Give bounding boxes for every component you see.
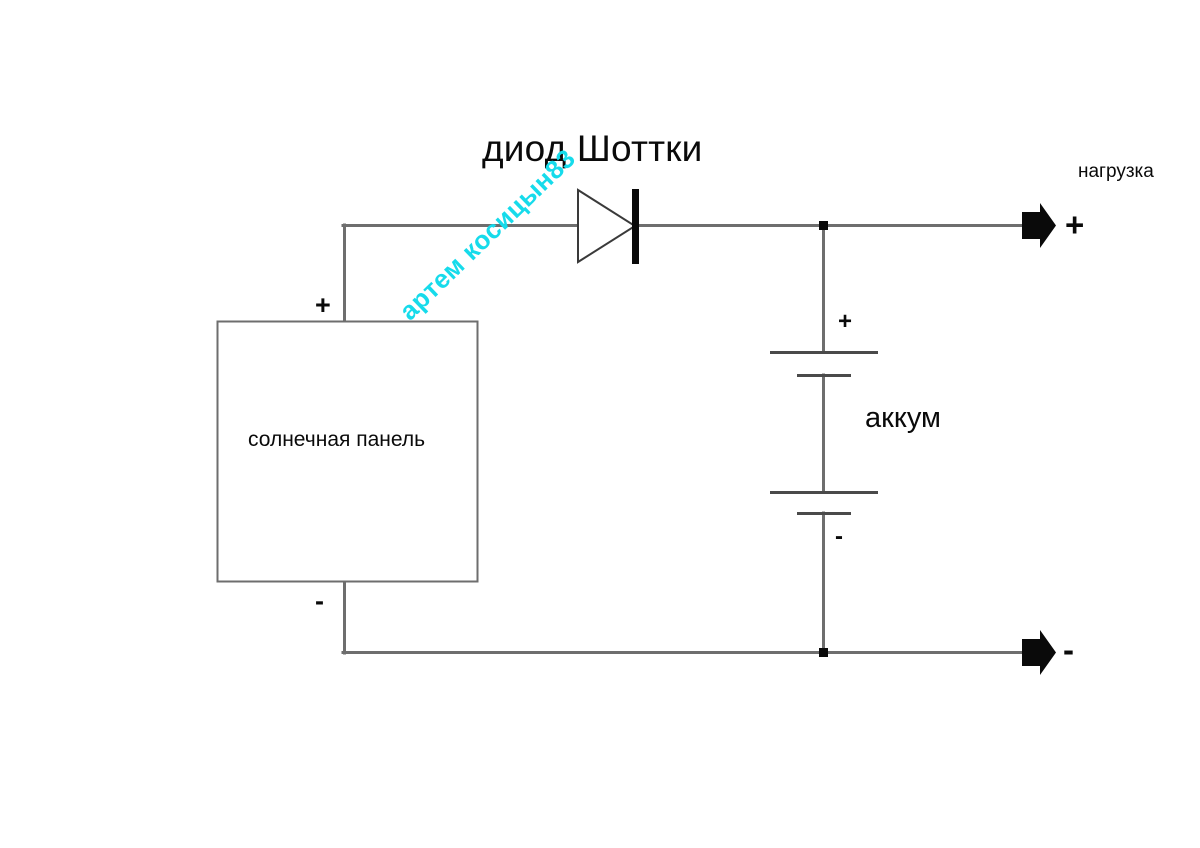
solar-panel-box	[216, 320, 479, 583]
junction-dots	[819, 221, 828, 657]
solar-panel-plus-sign: +	[315, 290, 331, 320]
diode-cathode-bar	[632, 189, 639, 264]
output-plus-sign: +	[1065, 206, 1085, 243]
battery-minus-sign: -	[835, 523, 843, 550]
wire-network	[341, 223, 1027, 655]
output-arrows	[1022, 203, 1056, 675]
diode-triangle	[577, 188, 637, 264]
diode-title-label: диод Шоттки	[482, 128, 703, 169]
battery-plus-sign: +	[838, 308, 853, 335]
junction-dot-bottom	[819, 648, 828, 657]
solar-panel-label: солнечная панель	[248, 428, 426, 451]
output-minus-arrow-icon	[1022, 630, 1056, 675]
schottky-diode-symbol	[577, 188, 639, 264]
battery-label: аккум	[865, 402, 941, 434]
battery-symbol	[770, 351, 878, 515]
output-plus-arrow-icon	[1022, 203, 1056, 248]
solar-panel-minus-sign: -	[315, 586, 324, 616]
output-minus-sign: -	[1063, 631, 1074, 668]
junction-dot-top	[819, 221, 828, 230]
load-label: нагрузка	[1078, 161, 1154, 182]
